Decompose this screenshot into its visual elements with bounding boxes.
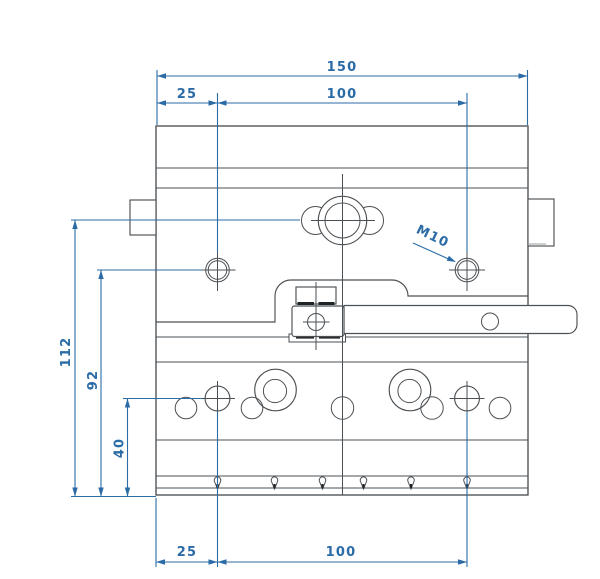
pin: [359, 476, 368, 491]
clamp-seal-right: [318, 302, 335, 305]
m10-leader-line: [412, 242, 453, 262]
extension-lines: [71, 70, 529, 567]
dim-label-top-100: 100: [327, 87, 358, 102]
upper-hole-right-m10: [449, 250, 485, 291]
pin: [270, 476, 279, 491]
dimension-layer: 150 25 100 112 92: [59, 60, 529, 567]
dim-label-bottom-100: 100: [326, 545, 357, 560]
hole-circle: [330, 396, 355, 420]
lower-hole-row: [174, 368, 512, 420]
hole-circle: [420, 396, 444, 420]
dim-label-92: 92: [86, 370, 101, 391]
right-side-tab: [527, 198, 555, 247]
m10-leader-arrow: [446, 255, 456, 262]
counterbore-left-outer: [254, 368, 297, 412]
dimension-bottom-25-100: 25 100: [156, 545, 467, 565]
dim-label-40: 40: [113, 438, 128, 459]
dim-label-top-25: 25: [177, 87, 198, 102]
dim-label-150: 150: [327, 60, 358, 75]
dim-label-112: 112: [59, 337, 74, 368]
left-side-tab: [129, 199, 157, 236]
dim-label-bottom-25: 25: [177, 545, 198, 560]
lever-arm-hole: [481, 312, 499, 331]
clamp-seal-left: [297, 302, 314, 305]
part-geometry: [129, 125, 578, 496]
hole-circle: [488, 396, 512, 420]
hole-circle: [240, 396, 264, 420]
dimension-40: 40: [113, 398, 131, 497]
lever-arm: [343, 304, 578, 335]
counterbore-left-inner: [262, 378, 288, 404]
lower-cross-hole-left: [200, 381, 235, 416]
counterbore-right-outer: [388, 368, 432, 412]
pin: [318, 476, 327, 491]
counterbore-right-inner: [397, 378, 422, 404]
plateau-step-edge: [156, 279, 528, 323]
upper-hole-left: [199, 250, 236, 291]
hole-circle: [174, 396, 198, 420]
dimension-112: 112: [59, 220, 78, 497]
lower-cross-hole-right: [449, 381, 485, 416]
pin: [407, 476, 415, 491]
clamp-assembly: [288, 282, 346, 350]
dimension-top-25-100: 25 100: [157, 87, 467, 106]
dimension-92: 92: [86, 270, 104, 497]
dimension-150: 150: [157, 60, 528, 79]
